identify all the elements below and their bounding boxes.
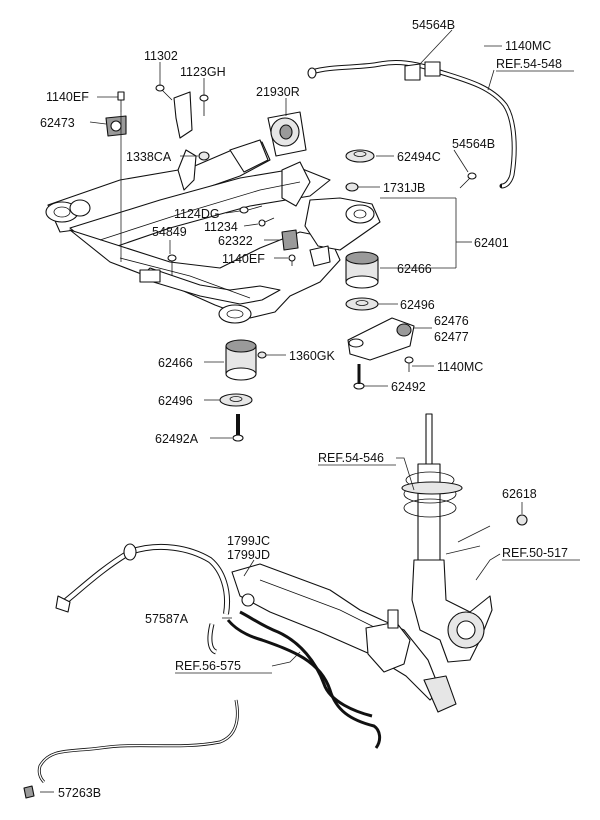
label-54564b-top: 54564B xyxy=(412,18,455,32)
label-ref-56-575: REF.56-575 xyxy=(175,659,241,673)
label-62496-left: 62496 xyxy=(158,394,193,408)
label-1140mc-mid: 1140MC xyxy=(437,360,483,374)
label-1140ef-mid: 1140EF xyxy=(222,252,265,266)
label-1140ef-top: 1140EF xyxy=(46,90,89,104)
label-1731jb: 1731JB xyxy=(383,181,425,195)
label-57587a: 57587A xyxy=(145,612,189,626)
engine-mount-21930r xyxy=(267,111,307,157)
label-1799jc: 1799JC xyxy=(227,534,270,548)
label-1360gk: 1360GK xyxy=(289,349,336,363)
front-crossmember xyxy=(45,139,381,324)
label-21930r: 21930R xyxy=(256,85,300,99)
label-62466-left: 62466 xyxy=(158,356,193,370)
label-62496-right: 62496 xyxy=(400,298,435,312)
label-62473: 62473 xyxy=(40,116,75,130)
label-62322: 62322 xyxy=(218,234,253,248)
label-11234: 11234 xyxy=(204,220,238,234)
label-ref-50-517: REF.50-517 xyxy=(502,546,568,560)
label-62492: 62492 xyxy=(391,380,426,394)
steering-gear xyxy=(231,563,457,713)
label-1799jd: 1799JD xyxy=(227,548,270,562)
label-11302: 11302 xyxy=(144,49,178,63)
leader-lines xyxy=(40,29,523,793)
label-62477: 62477 xyxy=(434,330,469,344)
label-57263b: 57263B xyxy=(58,786,101,800)
right-mount-stack xyxy=(345,149,477,390)
label-1123gh: 1123GH xyxy=(180,65,226,79)
label-62618: 62618 xyxy=(502,487,537,501)
label-62476: 62476 xyxy=(434,314,469,328)
label-1124dg: 1124DG xyxy=(174,207,220,221)
stabilizer-bar xyxy=(307,59,517,189)
strut-assembly xyxy=(401,413,528,663)
left-mount-stack xyxy=(219,339,267,442)
label-1140mc-top: 1140MC xyxy=(505,39,551,53)
label-54564b-mid: 54564B xyxy=(452,137,495,151)
label-62466-right: 62466 xyxy=(397,262,432,276)
callout-labels: 54564B 1140MC 11302 1123GH REF.54-548 11… xyxy=(40,18,568,800)
label-ref-54-548: REF.54-548 xyxy=(496,57,562,71)
label-ref-54-546: REF.54-546 xyxy=(318,451,384,465)
label-1338ca: 1338CA xyxy=(126,150,172,164)
label-54849: 54849 xyxy=(152,225,187,239)
label-62492a: 62492A xyxy=(155,432,199,446)
label-62401: 62401 xyxy=(474,236,509,250)
label-62494c: 62494C xyxy=(397,150,441,164)
ref-underlines xyxy=(175,70,580,674)
pressure-hoses xyxy=(23,543,382,799)
